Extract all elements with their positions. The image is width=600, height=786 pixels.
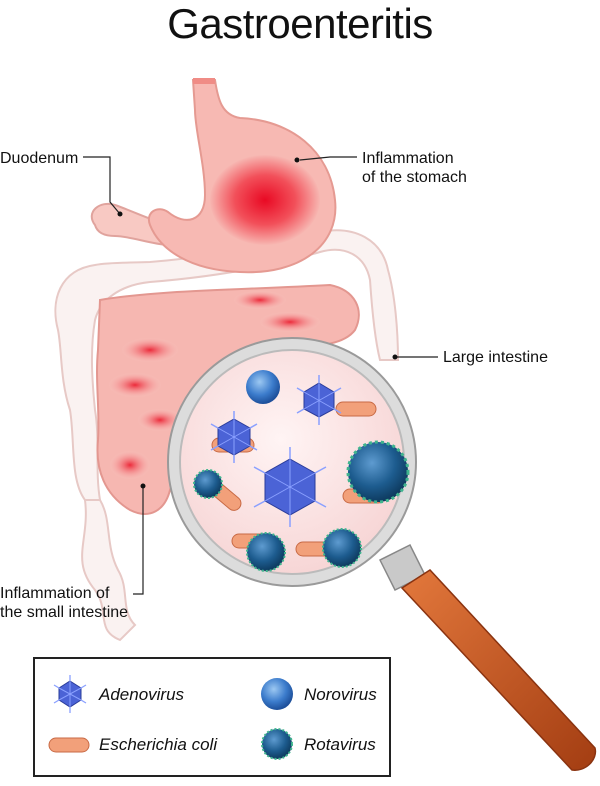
- adenovirus-particle: [296, 375, 342, 425]
- leader-lines: [83, 156, 438, 595]
- small-intestine-label-line2: the small intestine: [0, 604, 129, 621]
- small-intestine-leader: [133, 488, 144, 595]
- stomach-leader: [299, 156, 357, 161]
- large-intestine-label: Large intestine: [443, 349, 548, 366]
- adenovirus-particle: [210, 411, 258, 463]
- legend-ecoli-label: Escherichia coli: [99, 735, 218, 754]
- rotavirus-particle: [193, 469, 223, 499]
- stomach-label-line1: Inflammation: [362, 150, 454, 167]
- page-title: Gastroenteritis: [167, 0, 433, 47]
- norovirus-particle: [246, 370, 280, 404]
- legend-ecoli-icon: [48, 737, 90, 753]
- duodenum-label: Duodenum: [0, 150, 79, 167]
- duodenum-leader: [83, 156, 121, 215]
- legend-adenovirus-icon: [53, 675, 87, 713]
- stomach-label-line2: of the stomach: [362, 169, 467, 186]
- rotavirus-particle: [322, 528, 362, 568]
- legend-rotavirus-icon: [261, 728, 293, 760]
- rotavirus-particle: [246, 532, 286, 572]
- adenovirus-particle: [253, 447, 327, 527]
- legend-norovirus-label: Norovirus: [304, 685, 377, 704]
- legend-rotavirus-label: Rotavirus: [304, 735, 376, 754]
- legend-box: [33, 657, 391, 777]
- small-intestine-label-line1: Inflammation of: [0, 585, 110, 602]
- pathogens: [193, 370, 410, 572]
- magnifier-handle: [378, 543, 597, 771]
- rotavirus-particle: [346, 440, 410, 504]
- legend-norovirus-icon: [261, 678, 293, 710]
- stomach: [147, 78, 337, 274]
- ecoli-cell: [335, 401, 377, 417]
- legend-adenovirus-label: Adenovirus: [99, 685, 185, 704]
